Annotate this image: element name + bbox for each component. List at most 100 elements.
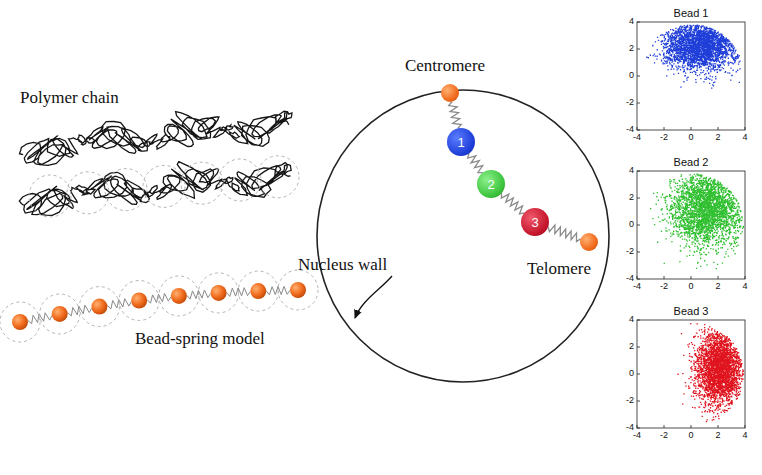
- callout-label: Nucleus wall: [298, 255, 387, 275]
- tick: [691, 127, 692, 130]
- tick-label: -2: [626, 97, 634, 107]
- spring-connector: [548, 225, 581, 242]
- plot-title: Bead 3: [674, 305, 709, 317]
- spring-connector: [449, 102, 462, 129]
- tick: [637, 401, 640, 402]
- tick-label: -2: [660, 430, 668, 440]
- tick-label: 4: [742, 281, 747, 291]
- tick: [718, 127, 719, 130]
- tick-label: -4: [626, 273, 634, 283]
- bead: [211, 285, 227, 301]
- tick: [718, 276, 719, 279]
- tick: [637, 252, 640, 253]
- tick-label: 2: [715, 281, 720, 291]
- tick-label: 2: [715, 430, 720, 440]
- tick: [637, 425, 638, 428]
- tick-label: -2: [626, 246, 634, 256]
- bead: [250, 283, 266, 299]
- blob-outline: [143, 165, 185, 207]
- tick: [718, 425, 719, 428]
- end-bead: Telomere: [580, 233, 598, 251]
- blob-outline: [40, 294, 80, 334]
- tick-label: 2: [629, 43, 634, 53]
- blob-outline: [219, 159, 261, 201]
- scatter-points: [650, 173, 744, 269]
- callout-number: 2: [487, 178, 494, 191]
- caption-label: Polymer chain: [20, 88, 119, 108]
- tick: [664, 276, 665, 279]
- numbered-bead: 2: [477, 170, 505, 198]
- blob-outline: [278, 270, 318, 310]
- tick: [637, 347, 640, 348]
- tick: [637, 130, 640, 131]
- blob-outline: [29, 175, 71, 217]
- tick: [637, 22, 640, 23]
- nucleus-wall: [317, 90, 609, 382]
- plot-title: Bead 1: [674, 7, 709, 19]
- bead: [171, 288, 187, 304]
- spring-connector: [468, 153, 483, 172]
- tick-label: 2: [629, 341, 634, 351]
- tick-label: -4: [633, 430, 641, 440]
- spring-connector: [501, 193, 524, 214]
- blob-outline: [181, 162, 223, 204]
- tick-label: 4: [742, 430, 747, 440]
- blob-outline: [0, 302, 40, 342]
- tick: [637, 276, 638, 279]
- polymer-chain: [19, 162, 291, 216]
- bead: [12, 314, 28, 330]
- blob-outline: [67, 172, 109, 214]
- tick: [637, 103, 640, 104]
- plot-title: Bead 2: [674, 156, 709, 168]
- tick-label: 4: [629, 16, 634, 26]
- tick-label: 0: [688, 132, 693, 142]
- blob-outline: [238, 271, 278, 311]
- bead: [91, 299, 107, 315]
- tick: [637, 320, 640, 321]
- tick-label: 2: [715, 132, 720, 142]
- blob-outline: [79, 287, 119, 327]
- tick: [691, 276, 692, 279]
- tick: [745, 276, 746, 279]
- tick: [637, 279, 640, 280]
- bead: [290, 282, 306, 298]
- tick: [637, 127, 638, 130]
- tick-label: -2: [660, 132, 668, 142]
- leader-arrow: [355, 276, 392, 318]
- tick: [664, 127, 665, 130]
- tick: [637, 225, 640, 226]
- tick: [637, 198, 640, 199]
- tick-label: 4: [742, 132, 747, 142]
- tick: [745, 127, 746, 130]
- tick-label: 0: [688, 430, 693, 440]
- spring: [147, 294, 171, 304]
- tick: [637, 428, 640, 429]
- tick-label: -2: [660, 281, 668, 291]
- tick-label: 0: [629, 368, 634, 378]
- tick-label: -2: [626, 395, 634, 405]
- tick: [691, 425, 692, 428]
- caption-label: Bead-spring model: [135, 329, 265, 349]
- callout-number: 3: [531, 216, 538, 229]
- tick-label: 0: [688, 281, 693, 291]
- bead: [131, 292, 147, 308]
- tick-label: 2: [629, 192, 634, 202]
- tick-label: 4: [629, 314, 634, 324]
- callout-number: 1: [457, 136, 464, 149]
- tick-label: 0: [629, 219, 634, 229]
- tick: [637, 374, 640, 375]
- numbered-bead: 3: [521, 208, 549, 236]
- tick: [637, 171, 640, 172]
- scatter-points: [677, 323, 744, 422]
- tick: [637, 49, 640, 50]
- end-bead: Centromere: [441, 84, 459, 102]
- numbered-bead: 1: [447, 128, 475, 156]
- tick: [745, 425, 746, 428]
- polymer-chain: [20, 111, 292, 165]
- blob-outline: [159, 276, 199, 316]
- blob-outline: [257, 156, 299, 198]
- tick: [637, 76, 640, 77]
- bead: [52, 306, 68, 322]
